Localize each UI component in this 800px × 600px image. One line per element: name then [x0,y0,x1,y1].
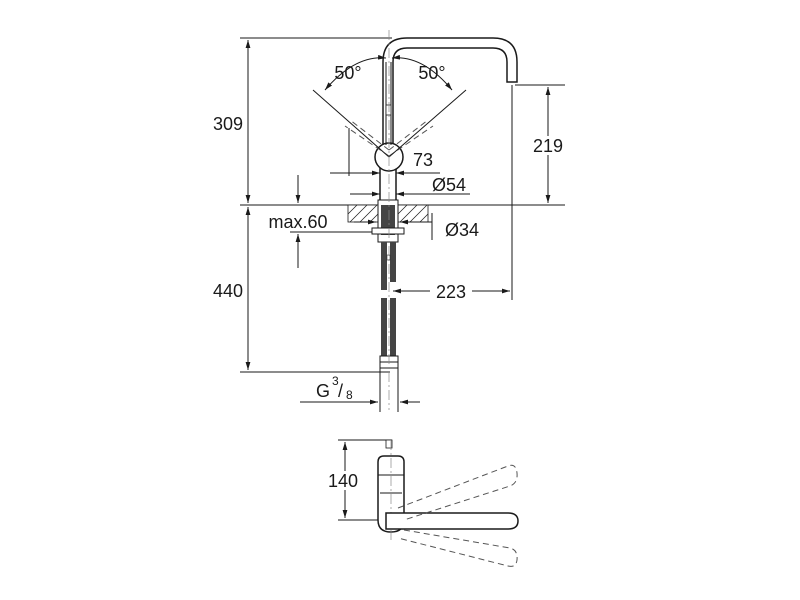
top-view: 140 [325,439,519,567]
base-diameter-label: Ø54 [432,175,466,195]
side-view: 309 440 219 50° 50° 73 [213,30,566,412]
reach-label: 223 [436,282,466,302]
top-depth-label: 140 [328,471,358,491]
hose-right-lower [390,298,396,356]
hose-left-upper [381,242,387,290]
top-view-lever-ghost-up [397,464,518,521]
below-depth-label: 440 [213,281,243,301]
countertop-section [347,204,429,223]
right-angle-line [388,89,467,158]
top-view-lever [385,512,519,530]
mounting-nut [371,227,405,235]
hose-clip [386,254,391,261]
lever-left-ghost-b [344,125,390,157]
lever-right-ghost-a [388,119,429,151]
left-angle-line [312,89,390,158]
lever-right-ghost-b [388,125,434,157]
spout-height-label: 219 [533,136,563,156]
hose-left-lower [381,298,387,356]
right-angle-label: 50° [418,63,445,83]
lever-mark [385,104,392,116]
lever-height-label: 73 [413,150,433,170]
spout [382,37,518,201]
hole-diameter-label: Ø34 [445,220,479,240]
top-view-lever-ghost-down [397,529,518,567]
total-height-label: 309 [213,114,243,134]
lever-left-ghost-a [349,119,390,151]
right-angle-arc [391,54,453,91]
hose-right-upper [390,242,396,282]
svg-text:8: 8 [346,388,353,402]
svg-text:/: / [338,381,343,401]
left-angle-label: 50° [334,63,361,83]
svg-text:3: 3 [332,374,339,388]
left-angle-arc [324,54,387,91]
connection-label: G 3 / 8 [316,374,353,402]
max-thickness-label: max.60 [268,212,327,232]
svg-text:G: G [316,381,330,401]
